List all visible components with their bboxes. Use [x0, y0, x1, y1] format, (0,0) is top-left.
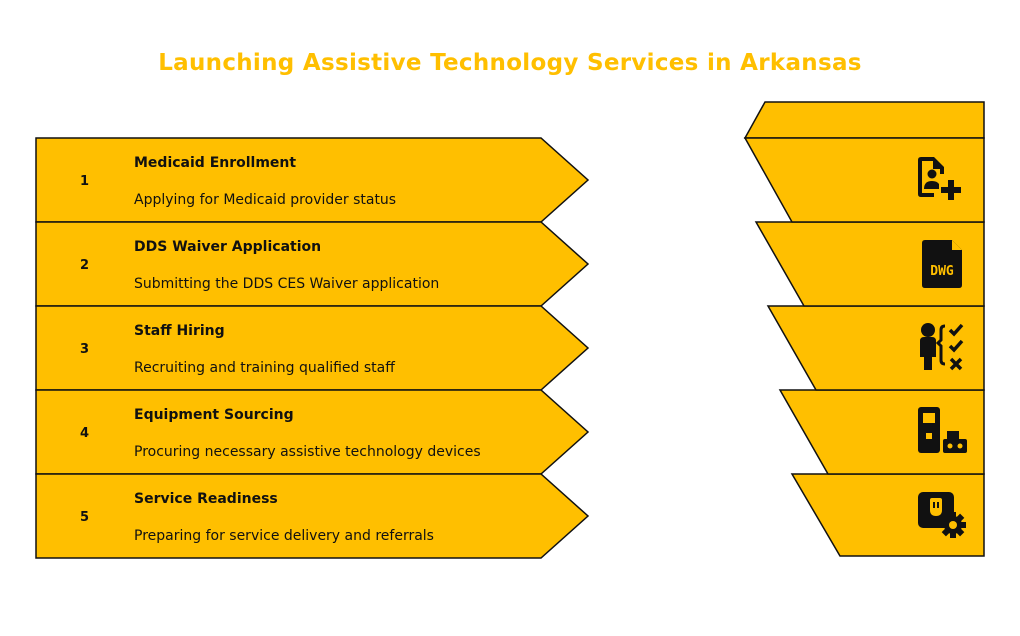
step-title: Service Readiness	[134, 491, 278, 507]
person-checklist-icon	[920, 323, 964, 371]
step-arrow	[35, 137, 590, 223]
step-5: 5 Service Readiness Preparing for servic…	[35, 473, 590, 559]
step-number: 3	[80, 342, 89, 357]
svg-text:DWG: DWG	[930, 264, 954, 279]
step-2: 2 DDS Waiver Application Submitting the …	[35, 221, 590, 307]
step-arrow	[35, 473, 590, 559]
step-description: Preparing for service delivery and refer…	[134, 528, 434, 544]
ribbon-stack	[743, 101, 985, 557]
step-arrow	[35, 305, 590, 391]
step-4: 4 Equipment Sourcing Procuring necessary…	[35, 389, 590, 475]
step-arrow	[35, 221, 590, 307]
step-title: Medicaid Enrollment	[134, 155, 296, 171]
user-plus-file-icon	[918, 157, 961, 200]
dwg-file-icon: DWG	[922, 240, 962, 288]
step-title: Equipment Sourcing	[134, 407, 294, 423]
diagram-title: Launching Assistive Technology Services …	[158, 50, 862, 76]
step-title: DDS Waiver Application	[134, 239, 321, 255]
step-number: 2	[80, 258, 89, 273]
device-tower-icon	[918, 407, 967, 453]
step-number: 5	[80, 510, 89, 525]
step-description: Recruiting and training qualified staff	[134, 360, 395, 376]
step-description: Submitting the DDS CES Waiver applicatio…	[134, 276, 439, 292]
step-description: Applying for Medicaid provider status	[134, 192, 396, 208]
step-number: 1	[80, 174, 89, 189]
step-arrow	[35, 389, 590, 475]
gear-settings-icon	[918, 492, 966, 538]
step-number: 4	[80, 426, 89, 441]
step-title: Staff Hiring	[134, 323, 225, 339]
step-1: 1 Medicaid Enrollment Applying for Medic…	[35, 137, 590, 223]
ribbon-top-fold	[743, 101, 985, 139]
step-description: Procuring necessary assistive technology…	[134, 444, 481, 460]
step-3: 3 Staff Hiring Recruiting and training q…	[35, 305, 590, 391]
